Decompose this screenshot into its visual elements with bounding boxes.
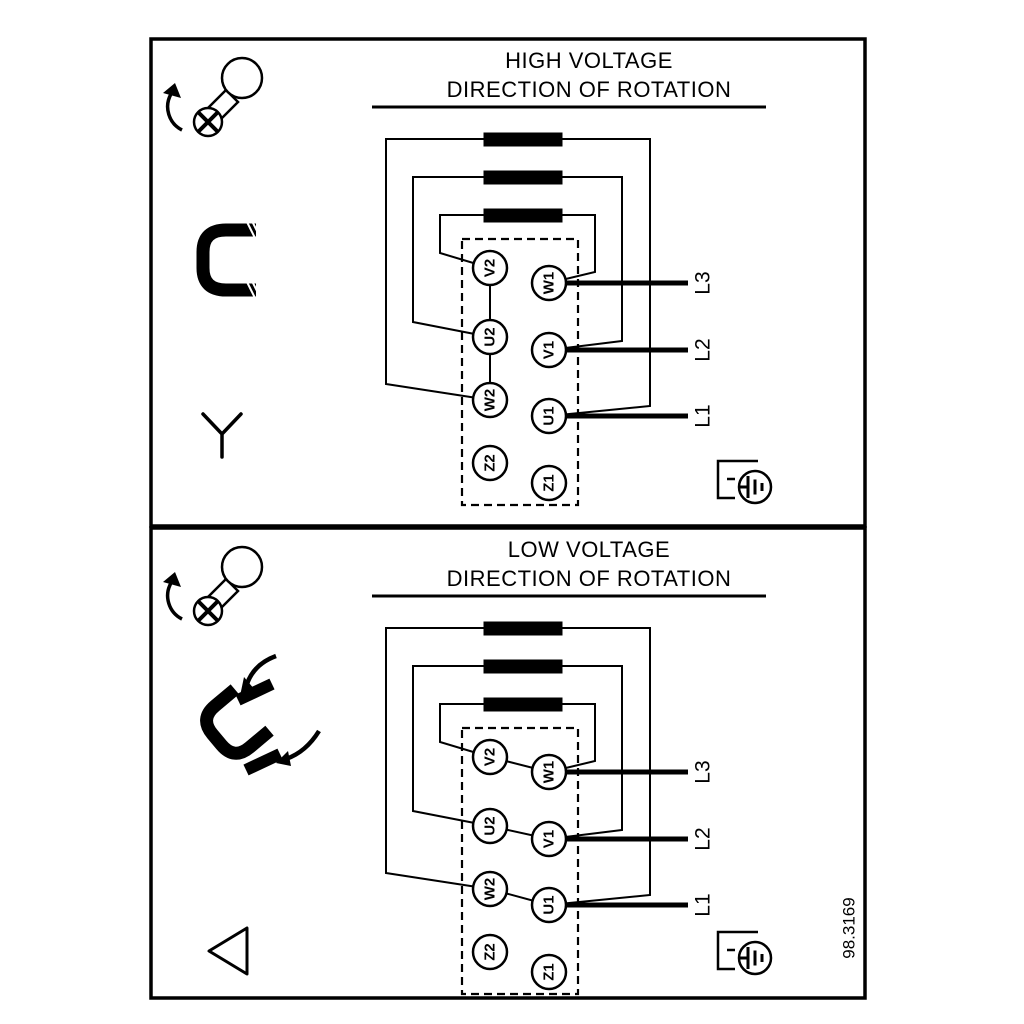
terminal-label-u1: U1 [541, 895, 558, 914]
link-wire [385, 627, 491, 890]
star-symbol [201, 412, 243, 459]
link-bar [483, 132, 563, 147]
link-hatch [246, 220, 261, 299]
terminal-v2 [471, 249, 509, 287]
earth-clamp [716, 930, 758, 971]
star-icon [201, 412, 243, 459]
panel-border [149, 526, 867, 1000]
supply-label-l2: L2 [692, 338, 715, 361]
terminal-u2 [471, 318, 509, 356]
link-wire [548, 703, 596, 773]
supply-label-l2: L2 [692, 827, 715, 850]
rotation-arrow [165, 93, 183, 132]
low-voltage-panel: LOW VOLTAGE DIRECTION OF ROTATION [149, 526, 867, 1000]
screw-head-detail [220, 62, 230, 89]
terminal-w1 [530, 753, 568, 791]
terminal-v2 [471, 738, 509, 776]
terminal-label-w1: W1 [541, 272, 558, 295]
phillips-cross-icon [197, 111, 219, 133]
link-wire [548, 214, 596, 284]
earth-terminal-icon [716, 930, 773, 976]
link-wire [548, 665, 623, 840]
terminal-label-z1: Z1 [541, 963, 558, 981]
terminal-u1 [530, 397, 568, 435]
terminal-label-v2: V2 [482, 259, 499, 277]
terminal-z2 [471, 444, 509, 482]
phillips-cross-icon [197, 600, 219, 622]
panel-border [149, 37, 867, 528]
panel-title-line2: DIRECTION OF ROTATION [447, 77, 732, 102]
link-wire [439, 703, 491, 758]
delta-symbol [207, 926, 249, 976]
terminal-label-z2: Z2 [482, 943, 499, 961]
angled-link-bracket [200, 684, 274, 760]
terminal-label-w2: W2 [482, 878, 499, 901]
supply-label-l1: L1 [692, 404, 715, 427]
screw-head-detail [220, 551, 230, 578]
terminal-w2 [471, 870, 509, 908]
terminal-link-icon [196, 220, 261, 299]
earth-symbol [740, 476, 764, 498]
move-arrowhead [276, 751, 291, 766]
panel-title-line2: DIRECTION OF ROTATION [447, 566, 732, 591]
link-bar [483, 621, 563, 636]
terminal-label-v1: V1 [541, 830, 558, 848]
terminal-z1 [530, 953, 568, 991]
supply-label-l3: L3 [692, 760, 715, 783]
link-arm [235, 678, 275, 706]
supply-label-l1: L1 [692, 893, 715, 916]
screw-rotation-icon [163, 56, 264, 138]
rotation-arrowhead [163, 83, 181, 98]
screw-rotation-icon [163, 545, 264, 627]
link-wire [548, 176, 623, 351]
link-bar [483, 170, 563, 185]
terminal-label-u2: U2 [482, 816, 499, 835]
terminal-block-outline [460, 726, 580, 996]
terminal-label-w1: W1 [541, 761, 558, 784]
terminal-label-u1: U1 [541, 406, 558, 425]
rotation-arrowhead [163, 572, 181, 587]
move-arrow [244, 653, 277, 685]
link-wire [385, 138, 491, 401]
link-wire [412, 176, 491, 338]
terminal-label-v2: V2 [482, 748, 499, 766]
terminal-z2 [471, 933, 509, 971]
earth-terminal-icon [716, 459, 773, 505]
high-voltage-panel: HIGH VOLTAGE DIRECTION OF ROTATION [149, 37, 867, 528]
terminal-label-u2: U2 [482, 327, 499, 346]
panel-title-line1: HIGH VOLTAGE [505, 48, 673, 73]
link-bracket [200, 684, 274, 760]
terminal-w1 [530, 264, 568, 302]
figure-number: 98.3169 [840, 897, 859, 958]
link-bar [483, 697, 563, 712]
terminal-label-v1: V1 [541, 341, 558, 359]
link-wire [439, 214, 491, 269]
rotation-arrow [165, 582, 183, 621]
terminal-v1 [530, 331, 568, 369]
link-bar [483, 208, 563, 223]
terminal-u2 [471, 807, 509, 845]
terminal-v1 [530, 820, 568, 858]
link-wire [548, 627, 651, 906]
move-arrowhead [240, 677, 255, 696]
link-wire [548, 138, 651, 417]
delta-links-icon [200, 653, 321, 776]
terminal-label-z2: Z2 [482, 454, 499, 472]
link-arm [243, 748, 283, 776]
terminal-label-z1: Z1 [541, 474, 558, 492]
earth-clamp [716, 459, 758, 500]
supply-label-l3: L3 [692, 271, 715, 294]
link-wire [412, 665, 491, 827]
panel-title-line1: LOW VOLTAGE [508, 537, 670, 562]
terminal-block-outline [460, 237, 580, 507]
terminal-w2 [471, 381, 509, 419]
link-bracket [196, 223, 256, 297]
terminal-z1 [530, 464, 568, 502]
terminal-label-w2: W2 [482, 389, 499, 412]
link-bar [483, 659, 563, 674]
earth-symbol [740, 947, 764, 969]
delta-icon [207, 926, 249, 976]
move-arrow [285, 729, 321, 762]
terminal-u1 [530, 886, 568, 924]
